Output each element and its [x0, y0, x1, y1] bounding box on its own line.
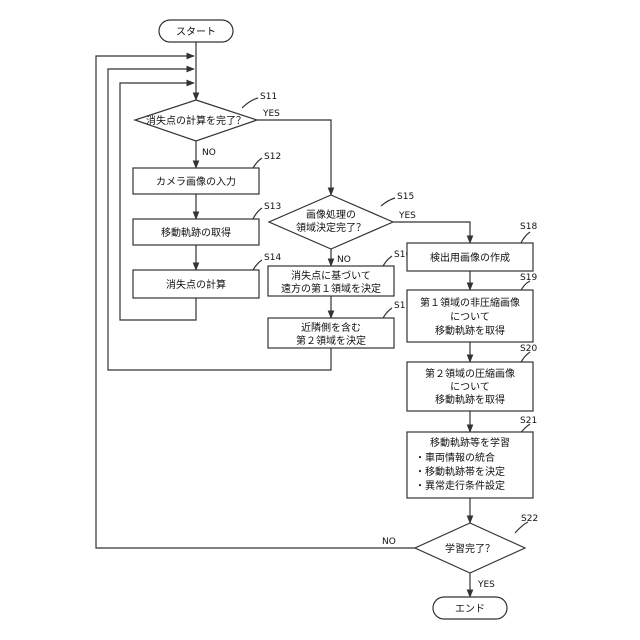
- s22-text: 学習完了？: [445, 542, 495, 555]
- s16-text-line2: 遠方の第１領域を決定: [281, 282, 381, 295]
- process-s17: 近隣側を含む 第２領域を決定 S17: [268, 301, 411, 348]
- s20-text-line3: 移動軌跡を取得: [435, 393, 505, 406]
- s19-text-line1: 第１領域の非圧縮画像: [420, 296, 520, 309]
- s11-id: S11: [260, 92, 277, 102]
- s20-text-line2: について: [450, 381, 490, 393]
- s17-text-line1: 近隣側を含む: [301, 321, 361, 334]
- process-s13: 移動軌跡の取得 S13: [133, 202, 281, 245]
- s15-id: S15: [397, 192, 414, 202]
- process-s21: 移動軌跡等を学習 ・車両情報の統合 ・移動軌跡帯を決定 ・異常走行条件設定 S2…: [407, 416, 537, 498]
- s11-text: 消失点の計算を完了？: [146, 114, 246, 127]
- end-label: エンド: [455, 604, 485, 615]
- process-s12: カメラ画像の入力 S12: [133, 152, 281, 194]
- s17-text-line2: 第２領域を決定: [296, 334, 366, 347]
- s22-no-label: NO: [382, 537, 396, 547]
- s20-text-line1: 第２領域の圧縮画像: [425, 367, 515, 380]
- s21-text-line3: ・移動軌跡帯を決定: [415, 465, 505, 478]
- s18-text: 検出用画像の作成: [430, 251, 510, 264]
- s19-text-line3: 移動軌跡を取得: [435, 324, 505, 337]
- decision-s15: 画像処理の 領域決定完了？ S15: [269, 192, 414, 249]
- s20-id: S20: [520, 344, 537, 354]
- s14-text: 消失点の計算: [166, 278, 226, 291]
- s14-id: S14: [264, 253, 281, 263]
- decision-s22: 学習完了？ S22: [415, 514, 538, 573]
- s15-text-line1: 画像処理の: [306, 208, 356, 221]
- s12-id: S12: [264, 152, 281, 162]
- leader-s11: [242, 98, 258, 108]
- process-s18: 検出用画像の作成 S18: [407, 222, 537, 271]
- decision-s11: 消失点の計算を完了？ S11: [135, 92, 277, 141]
- s13-text: 移動軌跡の取得: [161, 226, 231, 239]
- s21-text-line1: 移動軌跡等を学習: [430, 436, 510, 449]
- s12-text: カメラ画像の入力: [156, 175, 236, 188]
- s21-text-line2: ・車両情報の統合: [415, 451, 495, 464]
- end-terminal: エンド: [433, 597, 507, 619]
- s19-id: S19: [520, 273, 537, 283]
- s15-text-line2: 領域決定完了？: [296, 221, 366, 234]
- s22-yes-label: YES: [477, 580, 495, 590]
- s13-id: S13: [264, 202, 281, 212]
- connector-s15-s18: [393, 222, 470, 243]
- s22-id: S22: [521, 514, 538, 524]
- s11-no-label: NO: [202, 148, 216, 158]
- s16-text-line1: 消失点に基づいて: [291, 269, 371, 282]
- leader-s15: [381, 198, 395, 206]
- s15-no-label: NO: [337, 255, 351, 265]
- process-s20: 第２領域の圧縮画像 について 移動軌跡を取得 S20: [407, 344, 537, 411]
- s11-yes-label: YES: [262, 109, 280, 119]
- start-terminal: スタート: [159, 20, 233, 42]
- connector-s22-no-loop: [96, 56, 430, 548]
- process-s19: 第１領域の非圧縮画像 について 移動軌跡を取得 S19: [407, 273, 537, 342]
- s21-text-line4: ・異常走行条件設定: [415, 479, 505, 492]
- s18-id: S18: [520, 222, 537, 232]
- process-s14: 消失点の計算 S14: [133, 253, 281, 298]
- s19-text-line2: について: [450, 311, 490, 323]
- s21-id: S21: [520, 416, 537, 426]
- start-label: スタート: [176, 26, 216, 38]
- s15-yes-label: YES: [398, 211, 416, 221]
